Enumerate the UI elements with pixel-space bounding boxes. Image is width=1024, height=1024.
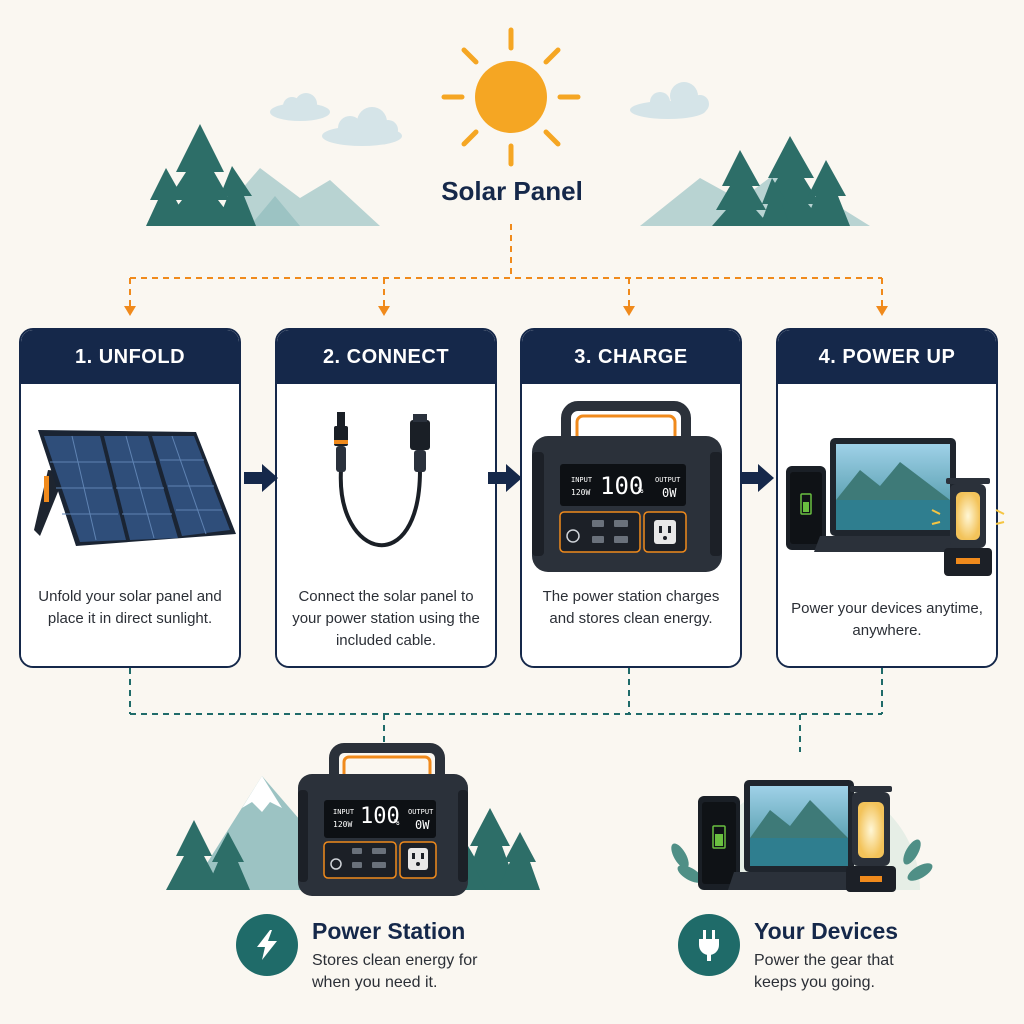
lcd-percent: 100 <box>600 472 644 500</box>
plug-icon <box>678 914 740 976</box>
cloud-icon <box>270 82 709 146</box>
tree-icon <box>146 124 256 226</box>
mountain-icon <box>190 776 340 890</box>
lcd-percent-unit: % <box>394 818 400 828</box>
step-card-description: Unfold your solar panel and place it in … <box>38 588 222 627</box>
lcd-percent-unit: % <box>638 486 644 496</box>
sun-icon <box>441 27 581 167</box>
power-station-description: Stores clean energy for when you need it… <box>312 952 478 991</box>
devices-illustration <box>671 780 933 892</box>
page-title: Solar Panel <box>441 176 583 206</box>
step-card-description: The power station charges and stores cle… <box>542 588 720 627</box>
sun-connector-lines <box>129 224 883 306</box>
lcd-input-value: 120W <box>571 488 591 497</box>
tree-icon <box>166 808 540 890</box>
connector-arrowheads <box>124 306 888 316</box>
lcd-input-label: INPUT <box>571 476 593 484</box>
lcd-output-label: OUTPUT <box>408 808 434 816</box>
lcd-output-value: 0W <box>662 486 677 500</box>
your-devices-title: Your Devices <box>754 918 899 944</box>
step-card-title: 1. UNFOLD <box>21 330 239 384</box>
lightning-icon <box>236 914 298 976</box>
step-card-title: 4. POWER UP <box>778 330 996 384</box>
step-card-title: 2. CONNECT <box>277 330 495 384</box>
lcd-output-label: OUTPUT <box>655 476 681 484</box>
lcd-input-value: 120W <box>333 820 353 829</box>
step-card-description: Connect the solar panel to your power st… <box>292 588 480 649</box>
power-station-title: Power Station <box>312 918 466 944</box>
step-card-title: 3. CHARGE <box>522 330 740 384</box>
lcd-output-value: 0W <box>415 818 430 832</box>
bottom-connector-lines <box>129 668 883 752</box>
your-devices-description: Power the gear that keeps you going. <box>754 952 894 991</box>
step-card-description: Power your devices anytime, anywhere. <box>791 600 983 639</box>
lcd-input-label: INPUT <box>333 808 355 816</box>
